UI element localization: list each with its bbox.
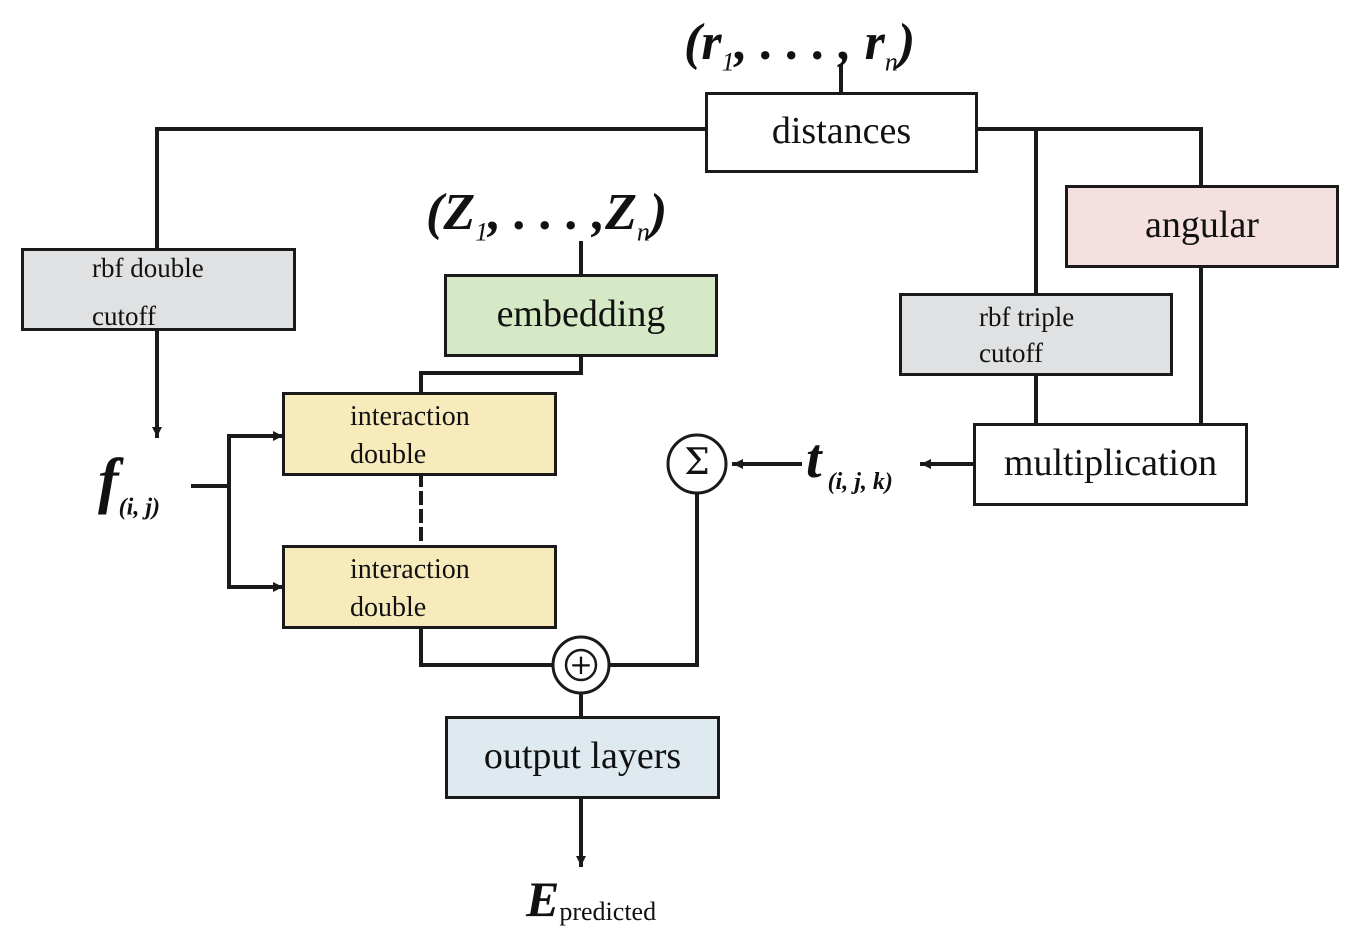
atomic-separator: , . . . , (488, 184, 606, 241)
positions-close-paren: ) (897, 14, 916, 71)
atomic-numbers-input-label: (Z1, . . . ,Zn) (426, 178, 667, 267)
rbf-triple-cutoff-box: rbf triple cutoff (899, 293, 1173, 376)
atomic-zn: Z (605, 184, 637, 241)
multiplication-label: multiplication (1003, 442, 1218, 484)
rbf-triple-label-line1: rbf triple (979, 302, 1075, 332)
plus-symbol: + (569, 648, 593, 681)
sum-to-plus-line (607, 488, 699, 667)
energy-subscript: predicted (559, 897, 657, 927)
distances-to-right-branch-line (975, 127, 1203, 187)
interaction-to-plus-line (419, 625, 555, 667)
plus-node-ring (564, 648, 598, 682)
interaction-double-box-2: interaction double (282, 545, 557, 629)
positions-rn-sub: n (884, 47, 898, 77)
embedding-box: embedding (444, 274, 718, 357)
angular-box: angular (1065, 185, 1339, 268)
sum-node-circle (666, 433, 728, 495)
f-symbol: f (98, 447, 119, 515)
distances-to-rbf-double-line (155, 127, 708, 251)
rbf-double-cutoff-box: rbf double cutoff (21, 248, 296, 331)
multiplication-box: multiplication (973, 423, 1248, 506)
energy-symbol: E (526, 871, 560, 927)
f-pair-feature-label: f(i, j) (98, 446, 160, 542)
positions-r1: r (701, 14, 722, 71)
output-layers-box: output layers (445, 716, 720, 799)
atomic-open-paren: ( (426, 184, 444, 241)
positions-input-label: (r1, . . . , rn) (684, 8, 915, 97)
energy-predicted-label: Epredicted (526, 864, 656, 947)
positions-open-paren: ( (684, 14, 702, 71)
distances-label: distances (771, 110, 912, 152)
interaction1-label-line1: interaction (350, 401, 470, 432)
positions-separator: , . . . , (734, 14, 852, 71)
interaction-double-box-1: interaction double (282, 392, 557, 476)
embedding-label: embedding (496, 293, 666, 335)
output-layers-label: output layers (483, 735, 682, 777)
positions-rn: r (864, 14, 885, 71)
angular-label: angular (1145, 204, 1259, 246)
t-symbol: t (806, 428, 822, 490)
rbf-double-label-line1: rbf double (92, 253, 204, 283)
interaction2-label-line2: double (350, 592, 427, 623)
t-triplet-feature-label: t(i, j, k) (806, 424, 893, 517)
plus-node-circle (551, 635, 611, 695)
rbf-triple-label-line2: cutoff (979, 338, 1043, 368)
positions-r1-sub: 1 (721, 47, 735, 77)
rbf-double-label-line2: cutoff (92, 301, 156, 331)
atomic-close-paren: ) (649, 184, 668, 241)
t-subscript: (i, j, k) (827, 469, 893, 496)
interaction1-label-line2: double (350, 439, 427, 470)
f-subscript: (i, j) (118, 494, 160, 521)
atomic-zn-sub: n (636, 217, 650, 247)
atomic-z1-sub: 1 (475, 217, 489, 247)
embedding-to-interaction-line (419, 354, 583, 395)
sum-symbol: Σ (684, 442, 710, 483)
atomic-z1: Z (443, 184, 476, 241)
interaction2-label-line1: interaction (350, 554, 470, 585)
distances-box: distances (705, 92, 978, 173)
